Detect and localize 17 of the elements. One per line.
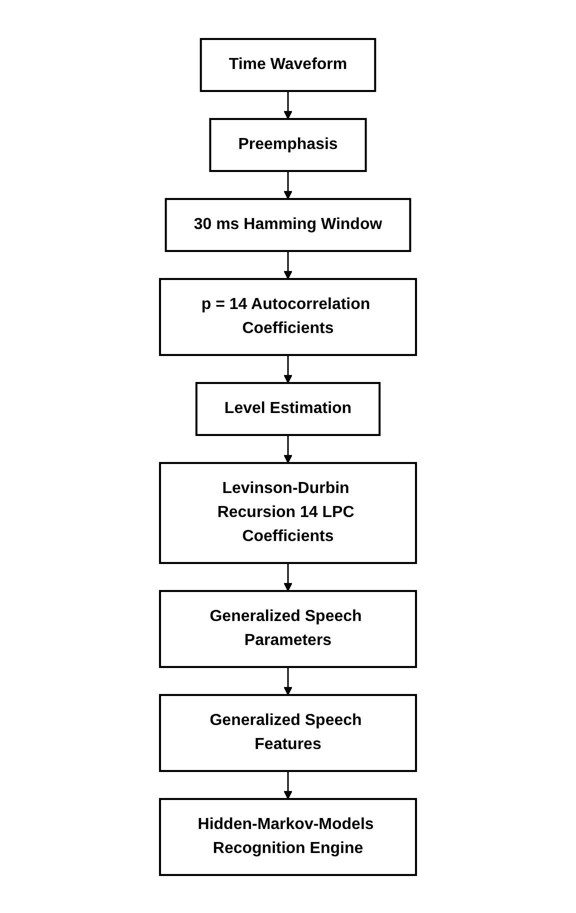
arrow (284, 170, 292, 199)
arrow (284, 562, 292, 591)
node-box: Preemphasis (209, 118, 367, 172)
node-box: 30 ms Hamming Window (164, 198, 412, 252)
arrow (284, 770, 292, 799)
node-box: Levinson-Durbin Recursion 14 LPC Coefficients (159, 462, 417, 564)
arrow (284, 666, 292, 695)
node-box: Level Estimation (195, 382, 381, 436)
node-box: Generalized Speech Features (159, 694, 417, 772)
node-box: Generalized Speech Parameters (159, 590, 417, 668)
node-box: p = 14 Autocorrelation Coefficients (159, 278, 417, 356)
arrow (284, 250, 292, 279)
arrow (284, 434, 292, 463)
node-box: Hidden-Markov-Models Recognition Engine (159, 798, 417, 876)
arrow (284, 90, 292, 119)
node-box: Time Waveform (200, 38, 376, 92)
arrow (284, 354, 292, 383)
